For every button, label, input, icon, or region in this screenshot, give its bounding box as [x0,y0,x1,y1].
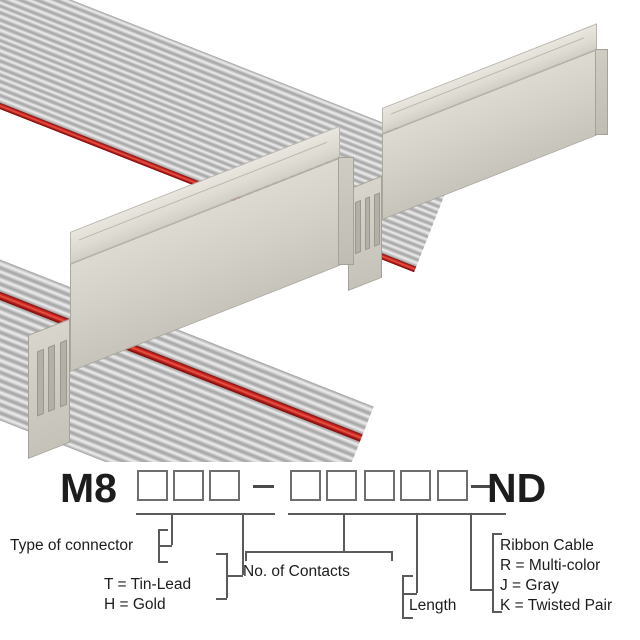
connector-upper-right [348,23,628,291]
underline-connector-type-group [136,513,239,515]
callout-plating-tin-lead: T = Tin-Lead [104,576,192,593]
bracket-plating-bottom [216,598,227,600]
pn-box-group1-3[interactable] [209,470,240,501]
bracket-ribbon-vertical [492,533,494,611]
callout-ribbon-r: R = Multi-color [500,557,601,574]
callout-no-of-contacts: No. of Contacts [243,563,350,580]
bracket-contacts-right-tick [391,551,393,561]
underline-length-group [362,513,469,515]
latch-slot [36,349,44,417]
pn-box-group2-5[interactable] [437,470,468,501]
pn-box-group2-3[interactable] [364,470,395,501]
pn-box-group1-1[interactable] [137,470,168,501]
bracket-plating-vertical [226,553,228,598]
bracket-length-top [402,575,413,577]
bracket-contacts-left [245,551,247,561]
elbow-plating [226,575,243,577]
bracket-contacts-right [343,551,391,553]
bracket-plating-top [216,553,227,555]
latch-slot [60,339,68,408]
latch-slot [48,344,56,413]
pn-separator-1 [253,484,274,488]
drop-plating [242,513,244,575]
pn-box-group1-2[interactable] [173,470,204,501]
connector-end-cap [338,157,354,265]
drop-type-of-connector [171,513,173,545]
connector-lower-left [28,125,408,462]
pn-box-group2-4[interactable] [400,470,431,501]
drop-length [416,513,418,593]
part-number-diagram: M8 ND Type of connector T = Tin-Lead H =… [0,462,640,640]
callout-ribbon-k: K = Twisted Pair [500,597,613,614]
drop-no-of-contacts [343,513,345,551]
pn-box-group2-2[interactable] [326,470,357,501]
elbow-ribbon-cable [470,589,492,591]
part-number-suffix: ND [487,465,547,511]
bracket-type-bottom [158,561,168,563]
connector-latch-block [28,318,70,459]
product-photo [0,0,628,462]
connector-end-cap [595,49,608,135]
latch-slot [374,192,380,247]
bracket-type-top [158,529,168,531]
pn-box-group2-1[interactable] [290,470,321,501]
latch-slot [364,196,371,251]
pn-separator-2 [471,484,492,488]
callout-ribbon-cable-title: Ribbon Cable [500,537,594,554]
elbow-length [402,593,417,595]
latch-slot [355,200,361,255]
callout-plating-gold: H = Gold [104,596,166,613]
callout-length: Length [409,597,457,614]
elbow-type-of-connector [158,545,172,547]
drop-ribbon-cable [470,513,472,589]
part-number-prefix: M8 [60,465,117,511]
bracket-type-vertical [158,529,160,561]
bracket-ribbon-top [492,533,502,535]
callout-type-of-connector: Type of connector [10,537,134,554]
bracket-length-bottom [402,617,413,619]
bracket-length-vertical [402,575,404,617]
underline-plating-group [207,513,275,515]
bracket-ribbon-bottom [492,611,502,613]
callout-ribbon-j: J = Gray [500,577,560,594]
elbow-no-of-contacts [245,551,344,553]
